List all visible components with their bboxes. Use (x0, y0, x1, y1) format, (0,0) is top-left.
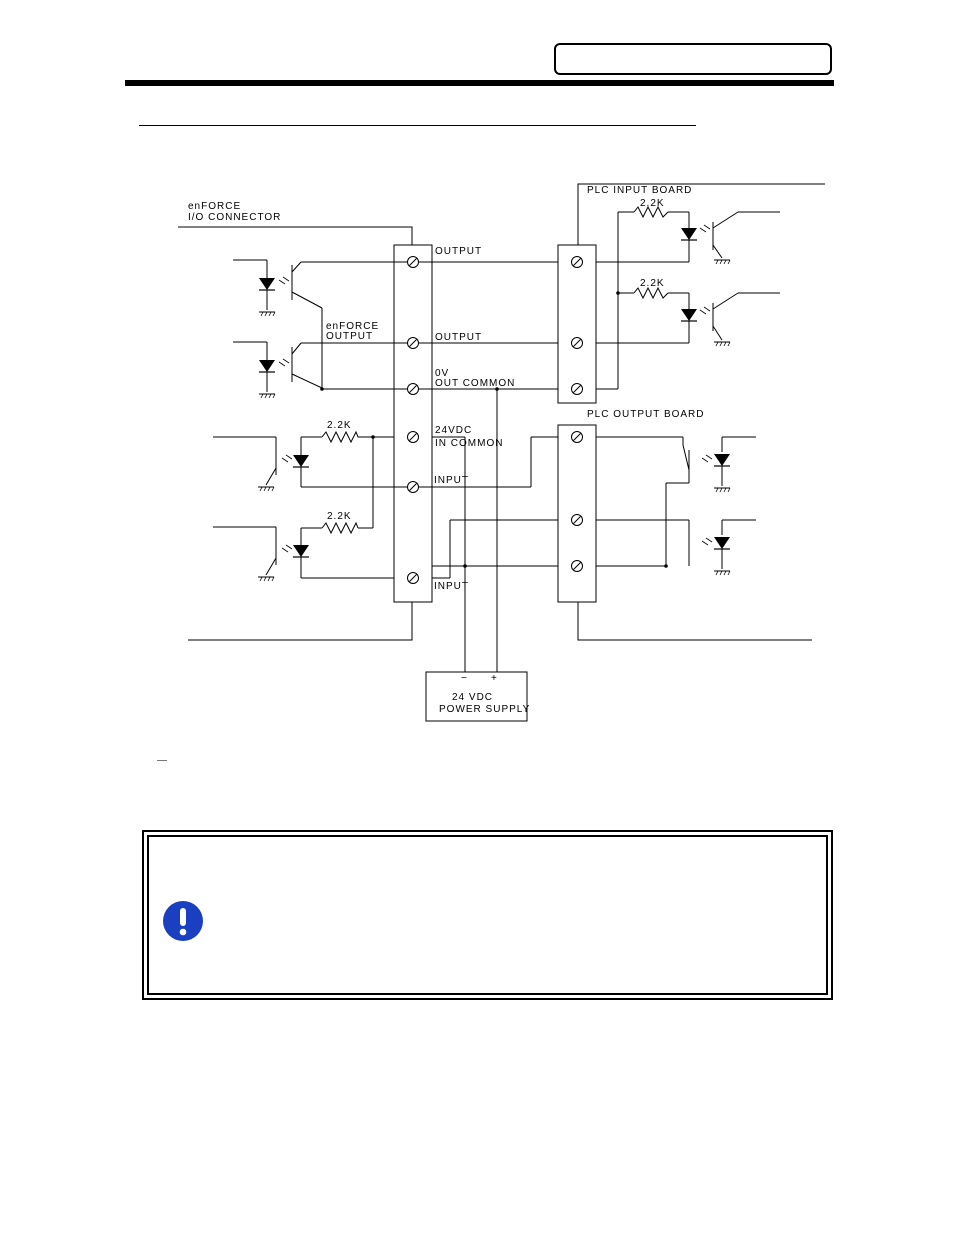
led-output-1 (259, 278, 275, 290)
plc-output-terminal-strip (558, 425, 596, 602)
plc-output-terminal-3 (572, 561, 583, 572)
label-input-2: INPUT (434, 581, 469, 592)
terminal-output-1 (408, 257, 419, 268)
label-plc-output-board: PLC OUTPUT BOARD (587, 409, 705, 420)
led-input-2 (293, 545, 309, 557)
resistor-plc-2 (634, 288, 668, 298)
label-output-1: OUTPUT (435, 246, 482, 257)
plc-output-terminal-2 (572, 515, 583, 526)
wiring-schematic: enFORCE I/O CONNECTOR PLC INPUT BOARD PL… (0, 170, 954, 730)
label-power-supply: POWER SUPPLY (439, 704, 530, 715)
led-plc-input-2 (681, 309, 697, 321)
section-heading-rule (139, 125, 696, 126)
label-in-common: IN COMMON (435, 438, 503, 449)
label-resistor-input-2: 2.2K (327, 511, 352, 522)
led-input-1 (293, 455, 309, 467)
plc-input-terminal-1 (572, 257, 583, 268)
led-plc-output-1 (714, 454, 730, 466)
plc-input-terminal-2 (572, 338, 583, 349)
label-input-1: INPUT (434, 475, 469, 486)
label-resistor-input-1: 2.2K (327, 420, 352, 431)
terminal-input-1 (408, 482, 419, 493)
exclamation-icon (162, 900, 204, 942)
label-plc-input-board: PLC INPUT BOARD (587, 185, 692, 196)
plc-input-terminal-common (572, 384, 583, 395)
plc-output-terminal-1 (572, 432, 583, 443)
terminal-in-common (408, 432, 419, 443)
label-24vdc: 24VDC (435, 425, 472, 436)
note-box-inner (147, 835, 828, 995)
label-enforce-connector: enFORCE (188, 201, 241, 212)
terminal-input-2 (408, 573, 419, 584)
enforce-terminal-strip (394, 245, 432, 602)
label-io-connector: I/O CONNECTOR (188, 212, 281, 223)
led-output-2 (259, 360, 275, 372)
resistor-input-1 (322, 432, 373, 442)
terminal-output-2 (408, 338, 419, 349)
terminal-out-common (408, 384, 419, 395)
label-resistor-plc-2: 2.2K (640, 278, 665, 289)
plc-input-terminal-strip (558, 245, 596, 403)
label-output-2: OUTPUT (435, 332, 482, 343)
led-plc-input-1 (681, 228, 697, 240)
label-ps-plus: + (491, 673, 498, 684)
resistor-input-2 (322, 523, 358, 533)
label-resistor-plc-1: 2.2K (640, 198, 665, 209)
note-box (142, 830, 833, 1000)
footnote-mark (157, 760, 167, 761)
header-rule (125, 80, 834, 86)
label-ps-minus: − (461, 673, 468, 684)
header-box (554, 43, 832, 75)
label-out-common: OUT COMMON (435, 378, 515, 389)
led-plc-output-2 (714, 537, 730, 549)
label-power-supply-voltage: 24 VDC (452, 692, 493, 703)
label-enforce-output-2: OUTPUT (326, 331, 373, 342)
